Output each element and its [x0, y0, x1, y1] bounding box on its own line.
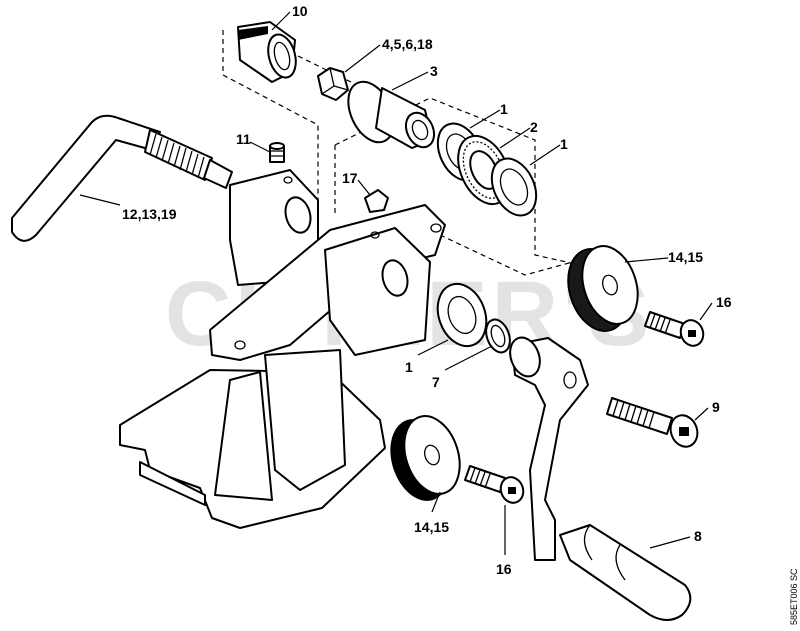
- callout-14-15-right: 14,15: [668, 249, 703, 265]
- part-14-15-wheel-bottom: [390, 415, 461, 501]
- part-9-bolt: [606, 397, 699, 448]
- callout-1-top: 1: [500, 101, 508, 117]
- part-4-5-6-18-nut: [317, 67, 349, 101]
- part-17-grease-nipple: [364, 189, 389, 213]
- callout-14-15-bottom: 14,15: [414, 519, 449, 535]
- callout-9: 9: [712, 399, 720, 415]
- assembly-guide-lines: [222, 30, 581, 276]
- part-11-set-screw: [269, 142, 285, 163]
- callout-3: 3: [430, 63, 438, 79]
- callout-leader-lines: [79, 11, 713, 555]
- callout-4-5-6-18: 4,5,6,18: [382, 36, 433, 52]
- callout-16-right: 16: [716, 294, 732, 310]
- part-8-crank: [509, 336, 692, 621]
- callout-10: 10: [292, 3, 308, 19]
- part-12-13-19-handle-rod: [11, 114, 233, 242]
- part-14-15-wheel-right: [567, 245, 639, 332]
- part-16-bolt-right: [644, 311, 705, 347]
- drawing-code: 585ET006 SC: [789, 568, 799, 625]
- callout-11: 11: [236, 131, 251, 147]
- main-stand-bracket: [119, 169, 446, 529]
- part-16-bolt-bottom: [464, 465, 525, 504]
- callout-2: 2: [530, 119, 538, 135]
- callout-7: 7: [432, 374, 440, 390]
- callout-1-right: 1: [560, 136, 568, 152]
- callout-17: 17: [342, 170, 358, 186]
- part-3-shaft: [347, 80, 436, 149]
- callout-labels: 10 4,5,6,18 3 1 2 1 11 17 12,13,19 14,15…: [122, 3, 732, 577]
- part-1-washer-middle: [436, 282, 488, 348]
- part-10-bushing: [237, 21, 297, 83]
- part-7-circlip: [485, 318, 511, 354]
- callout-16-bottom: 16: [496, 561, 512, 577]
- callout-12-13-19: 12,13,19: [122, 206, 177, 222]
- part-1-washer-right: [490, 157, 538, 217]
- callout-8: 8: [694, 528, 702, 544]
- callout-1-middle: 1: [405, 359, 413, 375]
